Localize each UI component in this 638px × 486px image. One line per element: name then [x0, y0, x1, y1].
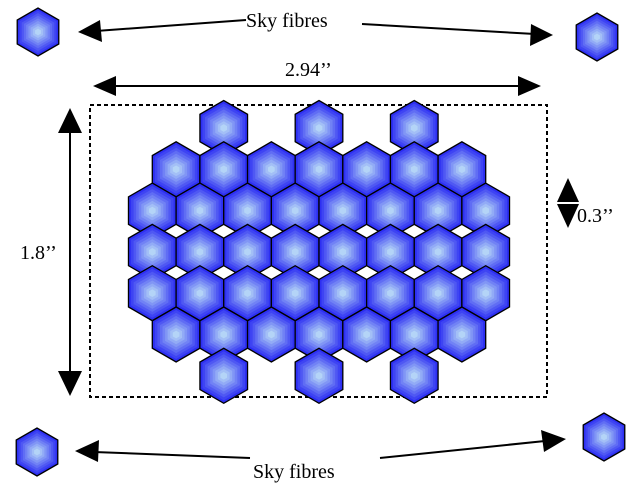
- fibre-hexagon: [365, 264, 415, 322]
- fibre-hexagon: [127, 264, 177, 322]
- fibre-hexagon: [151, 306, 201, 363]
- fibre-hexagon: [461, 223, 511, 281]
- width-dimension-label: 2.94’’: [285, 59, 332, 81]
- fibre-hexagon: [175, 182, 225, 239]
- fibre-hexagon: [175, 264, 225, 322]
- fibre-hexagon: [413, 223, 463, 281]
- fibre-hexagon: [151, 141, 201, 198]
- fibre-hexagon: [223, 223, 273, 281]
- fibre-hexagon: [223, 264, 273, 322]
- fibre-hexagon: [246, 306, 296, 363]
- fibre-hexagon: [223, 182, 273, 239]
- fibre-hexagon: [342, 141, 392, 198]
- fibre-hexagon: [389, 347, 439, 405]
- fibre-hexagon: [413, 182, 463, 239]
- fibre-bundle: [127, 99, 511, 405]
- sky-fibre-hexagon: [16, 7, 60, 57]
- fibre-pitch-indicator: [557, 178, 579, 228]
- sky-fibres-label-top: Sky fibres: [246, 10, 328, 32]
- sky-fibre-hexagon: [582, 412, 626, 462]
- fibre-hexagon: [294, 141, 344, 198]
- sky-fibre-hexagon: [575, 12, 619, 62]
- fibre-hexagon: [199, 99, 249, 157]
- fibre-hexagon: [127, 182, 177, 239]
- fibre-hexagon: [365, 223, 415, 281]
- fibre-hexagon: [437, 306, 487, 363]
- fibre-hexagon: [199, 306, 249, 363]
- fibre-hexagon: [199, 347, 249, 405]
- fibre-hexagon: [437, 141, 487, 198]
- fibre-hexagon: [270, 264, 320, 322]
- fibre-hexagon: [318, 182, 368, 239]
- top-left-sky-arrow: [78, 19, 247, 42]
- bottom-right-sky-arrow: [379, 430, 566, 459]
- width-dimension-arrow: [93, 76, 541, 96]
- fibre-hexagon: [413, 264, 463, 322]
- fibre-hexagon: [199, 141, 249, 198]
- fibre-hexagon: [461, 182, 511, 239]
- top-right-sky-arrow: [361, 23, 553, 46]
- bottom-left-sky-arrow: [75, 440, 251, 462]
- height-dimension-label: 1.8’’: [20, 242, 57, 264]
- fibre-hexagon: [342, 306, 392, 363]
- sky-fibre-hexagon: [15, 427, 59, 477]
- height-dimension-arrow: [58, 108, 82, 396]
- fibre-hexagon: [294, 306, 344, 363]
- fibre-hexagon: [389, 99, 439, 157]
- fibre-hexagon: [365, 182, 415, 239]
- fibre-hexagon: [318, 223, 368, 281]
- fibre-pitch-label: 0.3’’: [577, 205, 614, 227]
- fibre-hexagon: [389, 306, 439, 363]
- fibre-hexagon: [175, 223, 225, 281]
- fibre-hexagon: [461, 264, 511, 322]
- fibre-hexagon: [294, 99, 344, 157]
- fibre-hexagon: [294, 347, 344, 405]
- sky-fibres-label-bottom: Sky fibres: [253, 461, 335, 483]
- field-of-view-frame: [89, 104, 548, 398]
- sky-fibre-group: [15, 7, 626, 477]
- fibre-hexagon: [246, 141, 296, 198]
- fibre-hexagon: [389, 141, 439, 198]
